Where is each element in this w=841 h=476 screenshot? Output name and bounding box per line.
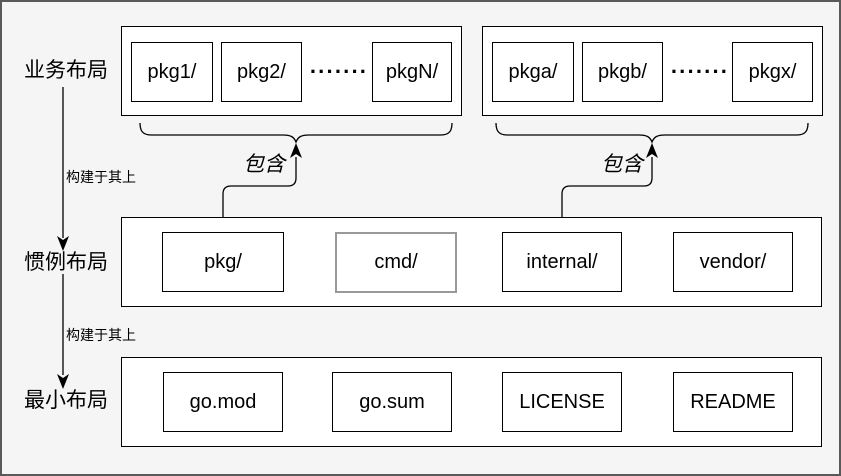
node-label: pkg1/	[147, 60, 197, 83]
group-convention: pkg/ cmd/ internal/ vendor/	[121, 217, 822, 307]
group-business-right: pkga/ pkgb/ ······· pkgx/	[482, 26, 823, 116]
node-cmd: cmd/	[335, 232, 457, 293]
node-label: go.sum	[359, 390, 425, 413]
node-label: vendor/	[699, 250, 767, 273]
edge-label-build-on-2: 构建于其上	[66, 327, 136, 343]
node-label: internal/	[526, 250, 598, 273]
group-business-left: pkg1/ pkg2/ ······· pkgN/	[121, 26, 462, 116]
node-pkgx: pkgx/	[732, 42, 813, 102]
node-go-mod: go.mod	[163, 372, 283, 432]
node-label: pkgb/	[598, 60, 647, 83]
ellipsis-dots: ·······	[309, 59, 369, 84]
arrow-down-icon	[57, 374, 69, 389]
node-vendor: vendor/	[673, 232, 793, 292]
node-pkgb: pkgb/	[582, 42, 663, 102]
edge-label-contains-1: 包含	[243, 153, 285, 176]
row-label-business: 业务布局	[24, 59, 108, 82]
node-label: pkgx/	[748, 60, 797, 83]
node-label: README	[690, 390, 776, 413]
node-label: pkg2/	[237, 60, 286, 83]
group-minimal: go.mod go.sum LICENSE README	[121, 357, 822, 447]
node-pkg: pkg/	[162, 232, 284, 292]
node-label: pkg/	[204, 250, 242, 273]
row-label-minimal: 最小布局	[24, 389, 108, 412]
node-pkgN: pkgN/	[372, 42, 452, 102]
node-pkg1: pkg1/	[131, 42, 213, 102]
node-label: go.mod	[189, 390, 257, 413]
node-go-sum: go.sum	[332, 372, 452, 432]
ellipsis-dots: ·······	[670, 59, 730, 84]
node-readme: README	[673, 372, 793, 432]
node-label: pkgN/	[385, 60, 439, 83]
arrow-down-icon	[57, 236, 69, 251]
edge-label-contains-2: 包含	[601, 153, 643, 176]
node-label: pkga/	[508, 60, 558, 83]
node-license: LICENSE	[502, 372, 622, 432]
row-label-convention: 惯例布局	[24, 251, 108, 274]
brace-right	[495, 122, 809, 144]
brace-left	[139, 122, 453, 144]
node-label: cmd/	[374, 251, 418, 273]
node-pkg2: pkg2/	[221, 42, 302, 102]
node-internal: internal/	[502, 232, 622, 292]
node-pkga: pkga/	[492, 42, 574, 102]
node-label: LICENSE	[519, 390, 605, 413]
edge-label-build-on-1: 构建于其上	[66, 169, 136, 185]
